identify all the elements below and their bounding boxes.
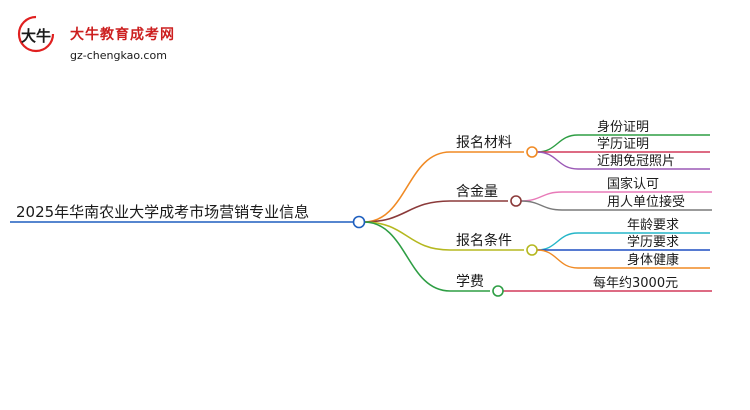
branch-connector (363, 151, 451, 223)
leaf-connector (520, 191, 563, 202)
leaf-connector (536, 232, 579, 251)
branch-topic[interactable]: 报名条件 (456, 232, 512, 249)
site-logo[interactable]: 大牛 大牛教育成考网 gz-chengkao.com (12, 12, 175, 62)
branch-connector (363, 221, 451, 292)
leaf-topic[interactable]: 身体健康 (627, 252, 679, 268)
branch-topic[interactable]: 报名材料 (456, 135, 512, 151)
leaf-topic[interactable]: 学历要求 (627, 234, 679, 250)
leaf-connector (536, 151, 579, 170)
leaf-topic[interactable]: 身份证明 (597, 119, 649, 135)
leaf-topic[interactable]: 用人单位接受 (607, 194, 685, 210)
leaf-topic[interactable]: 国家认可 (607, 176, 659, 192)
branch-collapse-handle[interactable] (526, 146, 538, 158)
leaf-connector (536, 134, 579, 153)
leaf-topic[interactable]: 近期免冠照片 (597, 154, 675, 169)
branch-topic[interactable]: 含金量 (456, 184, 498, 200)
branch-topic[interactable]: 学费 (456, 274, 484, 290)
branch-collapse-handle[interactable] (510, 195, 522, 207)
branch-collapse-handle[interactable] (526, 244, 538, 256)
branch-connector (363, 221, 451, 251)
logo-url: gz-chengkao.com (70, 49, 167, 62)
logo-mark-text: 大牛 (21, 27, 51, 45)
leaf-topic[interactable]: 年龄要求 (627, 218, 679, 233)
branch-connector (363, 200, 451, 223)
bull-logo-icon: 大牛 (17, 15, 55, 53)
leaf-topic[interactable]: 学历证明 (597, 136, 649, 152)
leaf-topic[interactable]: 每年约3000元 (593, 275, 678, 291)
branch-collapse-handle[interactable] (492, 285, 504, 297)
leaf-connector (520, 200, 563, 211)
logo-title: 大牛教育成考网 (70, 27, 175, 43)
root-topic[interactable]: 2025年华南农业大学成考市场营销专业信息 (16, 203, 309, 221)
root-collapse-handle[interactable] (352, 215, 366, 229)
leaf-connector (536, 249, 579, 269)
